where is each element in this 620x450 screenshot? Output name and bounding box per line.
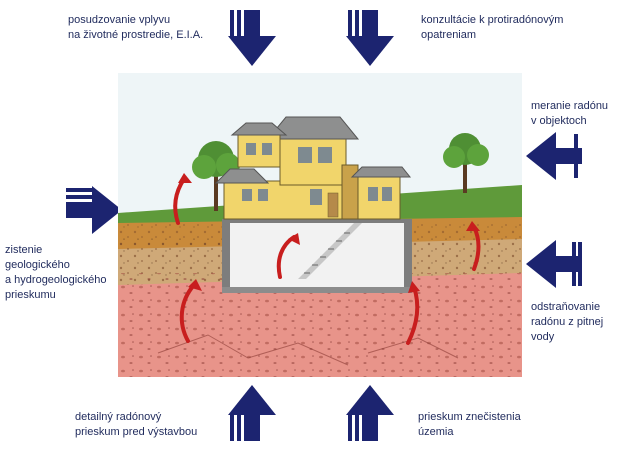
block-arrow-icon: [228, 385, 276, 441]
block-arrow-icon: [346, 385, 394, 441]
tree-left: [192, 141, 240, 211]
block-arrow-icon: [66, 186, 122, 234]
block-arrow-icon: [526, 132, 582, 180]
label-radon-water-removal: odstraňovanie radónu z pitnej vody: [531, 301, 604, 343]
label-radon-consultation: konzultácie k protiradónovým opatreniam: [421, 14, 564, 41]
block-arrow-icon: [228, 10, 276, 66]
tree-right: [443, 133, 489, 193]
label-contamination-survey: prieskum znečistenia územia: [418, 411, 521, 438]
house-cross-section-illustration: [118, 73, 522, 377]
label-detailed-radon-survey: detailný radónový prieskum pred výstavbo…: [75, 411, 198, 438]
label-eia: posudzovanie vplyvu na životné prostredi…: [68, 14, 204, 41]
block-arrow-icon: [346, 10, 394, 66]
block-arrow-icon: [526, 240, 582, 288]
label-geological-survey: zistenie geologického a hydrogeologickéh…: [5, 244, 107, 301]
label-radon-measurement: meranie radónu v objektoch: [531, 100, 609, 127]
house: [214, 116, 412, 220]
